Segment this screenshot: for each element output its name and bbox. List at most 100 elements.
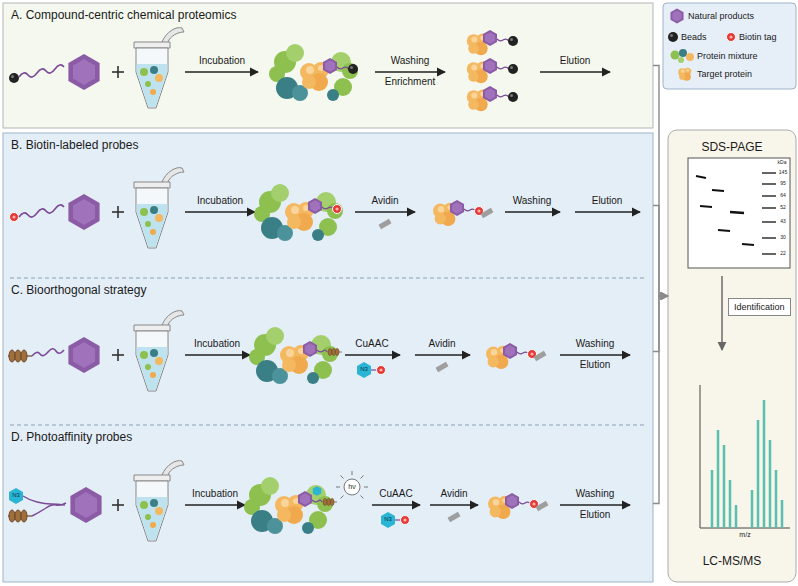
drawing-part	[355, 211, 415, 212]
symbol-label: hν	[348, 483, 355, 491]
drawing-part	[762, 207, 776, 209]
step-label: Incubation	[194, 338, 240, 350]
drawing-part	[32, 503, 66, 516]
drawing-part	[762, 195, 776, 197]
panel-ground	[3, 133, 653, 582]
drawing-part	[303, 341, 342, 357]
drawing-part	[401, 516, 410, 525]
drawing-part	[379, 219, 392, 229]
drawing-part	[712, 190, 724, 191]
panel: SDS-PAGE LC-MS/MS Identification	[668, 130, 796, 582]
drawing-part	[68, 337, 99, 373]
drawing-part	[762, 253, 776, 255]
drawing-part	[718, 230, 730, 231]
drawing-part	[134, 168, 184, 248]
step-label: Avidin	[440, 488, 467, 500]
light-symbol	[336, 471, 368, 499]
drawing-part	[751, 490, 754, 528]
step-label: Washing	[576, 488, 615, 500]
drawing-part	[467, 86, 518, 111]
drawing-part	[678, 57, 684, 63]
drawing-part	[10, 213, 19, 222]
drawing-part	[19, 65, 64, 77]
drawing-part	[134, 461, 184, 541]
process-box: Identification	[728, 298, 791, 316]
drawing-part	[700, 206, 712, 207]
drawing-part	[757, 420, 760, 528]
drawing-part	[19, 205, 64, 217]
bracket-connector	[653, 66, 668, 297]
drawing-part	[678, 68, 691, 81]
row-a	[9, 28, 610, 112]
drawing-part	[9, 73, 19, 83]
drawing-part	[112, 349, 124, 361]
drawing-part	[742, 244, 754, 245]
ms-spectrum	[700, 385, 790, 528]
drawing-part	[361, 476, 364, 479]
drawing-part	[377, 366, 386, 375]
legend-text: Beads	[681, 32, 707, 42]
drawing-part	[686, 53, 694, 61]
drawing-part	[344, 479, 360, 495]
drawing-part	[357, 362, 371, 378]
bracket-connector	[653, 206, 668, 297]
drawing-part	[678, 68, 691, 81]
drawing-part	[723, 445, 726, 528]
panel-ground	[3, 3, 653, 128]
row-d	[8, 461, 630, 541]
drawing-part	[254, 184, 343, 241]
drawing-part	[430, 504, 478, 505]
drawing-part	[711, 470, 714, 528]
drawing-part	[730, 212, 744, 213]
drawing-part	[185, 354, 250, 355]
drawing-part	[717, 430, 720, 528]
drawing-part	[775, 470, 778, 528]
drawing-part	[415, 354, 470, 355]
drawing-part	[735, 505, 738, 528]
bracket-connector	[653, 296, 668, 352]
symbol-label: N3	[12, 492, 20, 499]
drawing-part	[467, 58, 518, 83]
step-label: Incubation	[199, 55, 245, 67]
scale-number: 52	[780, 205, 786, 211]
step-label: Incubation	[197, 195, 243, 207]
drawing-part	[372, 504, 420, 505]
legend-text: Natural products	[688, 11, 754, 21]
drawing-part	[68, 54, 99, 90]
drawing-part	[769, 440, 772, 528]
legend-text: Target protein	[697, 69, 752, 79]
step-label: Washing	[391, 55, 430, 67]
drawing-part	[540, 71, 610, 72]
drawing-part	[486, 343, 546, 369]
panel-label: LC-MS/MS	[668, 554, 796, 568]
drawing-part	[249, 327, 338, 384]
drawing-part	[560, 354, 630, 355]
step-label: Elution	[560, 55, 591, 67]
drawing-part	[781, 500, 784, 528]
drawing-part	[700, 385, 790, 528]
drawing-part	[185, 211, 255, 212]
drawing-part	[23, 496, 65, 505]
drawing-part	[679, 49, 687, 57]
drawing-part	[670, 8, 683, 23]
bracket-connector	[653, 296, 668, 504]
symbol-label: N3	[384, 516, 392, 523]
drawing-part	[269, 44, 358, 101]
drawing-part	[762, 237, 776, 239]
panel-label: SDS-PAGE	[668, 140, 796, 154]
panel-heading: C. Bioorthogonal strategy	[11, 283, 645, 297]
drawing-part	[763, 400, 766, 528]
drawing-part	[448, 512, 461, 522]
drawing-part	[8, 510, 32, 522]
drawing-part	[671, 51, 680, 60]
drawing-part	[670, 8, 683, 23]
drawing-part	[505, 211, 560, 212]
drawing-part	[727, 33, 736, 42]
scale-number: 95	[780, 181, 786, 187]
step-label: Elution	[592, 195, 623, 207]
drawing-part	[308, 198, 342, 214]
drawing-part	[696, 176, 706, 178]
symbol-label: m/z	[739, 531, 750, 539]
